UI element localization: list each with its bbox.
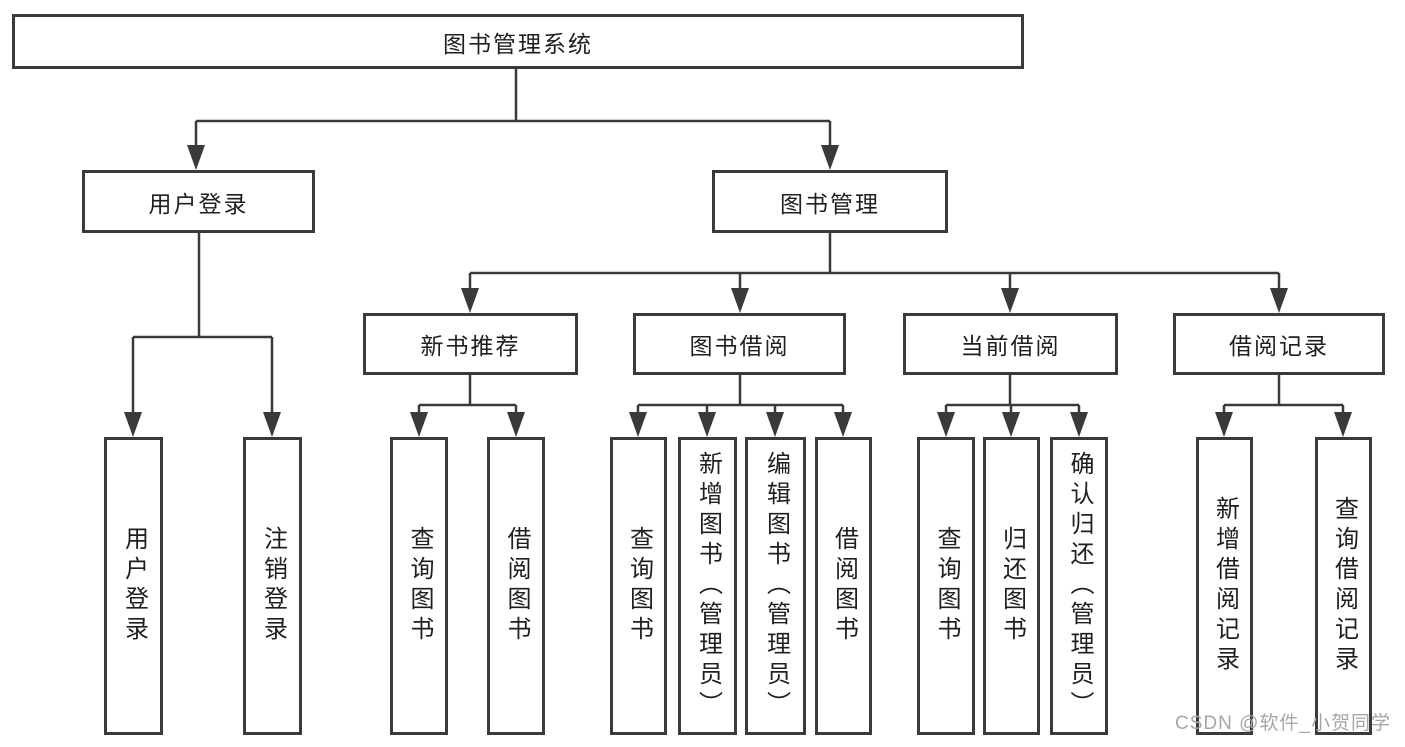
arrow-down-icon bbox=[1215, 412, 1233, 437]
arrow-down-icon bbox=[834, 412, 852, 437]
arrow-down-icon bbox=[1002, 412, 1020, 437]
arrow-down-icon bbox=[1270, 288, 1288, 313]
leaf-borrow-books-recommend: 借阅图书 bbox=[487, 437, 545, 735]
arrow-down-icon bbox=[731, 288, 749, 313]
leaf-query-books-recommend: 查询图书 bbox=[390, 437, 448, 735]
leaf-logout: 注销登录 bbox=[243, 437, 302, 735]
node-root: 图书管理系统 bbox=[12, 14, 1024, 69]
node-borrow-records: 借阅记录 bbox=[1173, 313, 1385, 375]
arrow-down-icon bbox=[1001, 288, 1019, 313]
arrow-down-icon bbox=[698, 412, 716, 437]
node-new-book-recommend: 新书推荐 bbox=[363, 313, 578, 375]
arrow-down-icon bbox=[187, 145, 205, 170]
leaf-borrow-books-borrowing: 借阅图书 bbox=[815, 437, 872, 735]
arrow-down-icon bbox=[1334, 412, 1352, 437]
watermark: CSDN @软件_小贺同学 bbox=[1175, 713, 1391, 734]
leaf-user-login: 用户登录 bbox=[104, 437, 163, 735]
leaf-add-borrow-record: 新增借阅记录 bbox=[1196, 437, 1253, 735]
node-book-borrowing: 图书借阅 bbox=[633, 313, 846, 375]
arrow-down-icon bbox=[507, 412, 525, 437]
node-current-borrowing: 当前借阅 bbox=[903, 313, 1118, 375]
node-user-login: 用户登录 bbox=[82, 170, 315, 233]
leaf-edit-book-admin: 编辑图书（管理员） bbox=[745, 437, 806, 735]
arrow-down-icon bbox=[461, 288, 479, 313]
node-book-management: 图书管理 bbox=[712, 170, 948, 233]
arrow-down-icon bbox=[410, 412, 428, 437]
leaf-add-book-admin: 新增图书（管理员） bbox=[678, 437, 737, 735]
arrow-down-icon bbox=[937, 412, 955, 437]
arrow-down-icon bbox=[629, 412, 647, 437]
leaf-confirm-return-admin: 确认归还（管理员） bbox=[1050, 437, 1108, 735]
arrow-down-icon bbox=[766, 412, 784, 437]
leaf-query-borrow-record: 查询借阅记录 bbox=[1315, 437, 1372, 735]
arrow-down-icon bbox=[263, 412, 281, 437]
arrow-down-icon bbox=[124, 412, 142, 437]
arrow-down-icon bbox=[1070, 412, 1088, 437]
leaf-query-books-borrowing: 查询图书 bbox=[610, 437, 667, 735]
leaf-query-books-current: 查询图书 bbox=[917, 437, 975, 735]
leaf-return-books: 归还图书 bbox=[983, 437, 1040, 735]
arrow-down-icon bbox=[821, 145, 839, 170]
